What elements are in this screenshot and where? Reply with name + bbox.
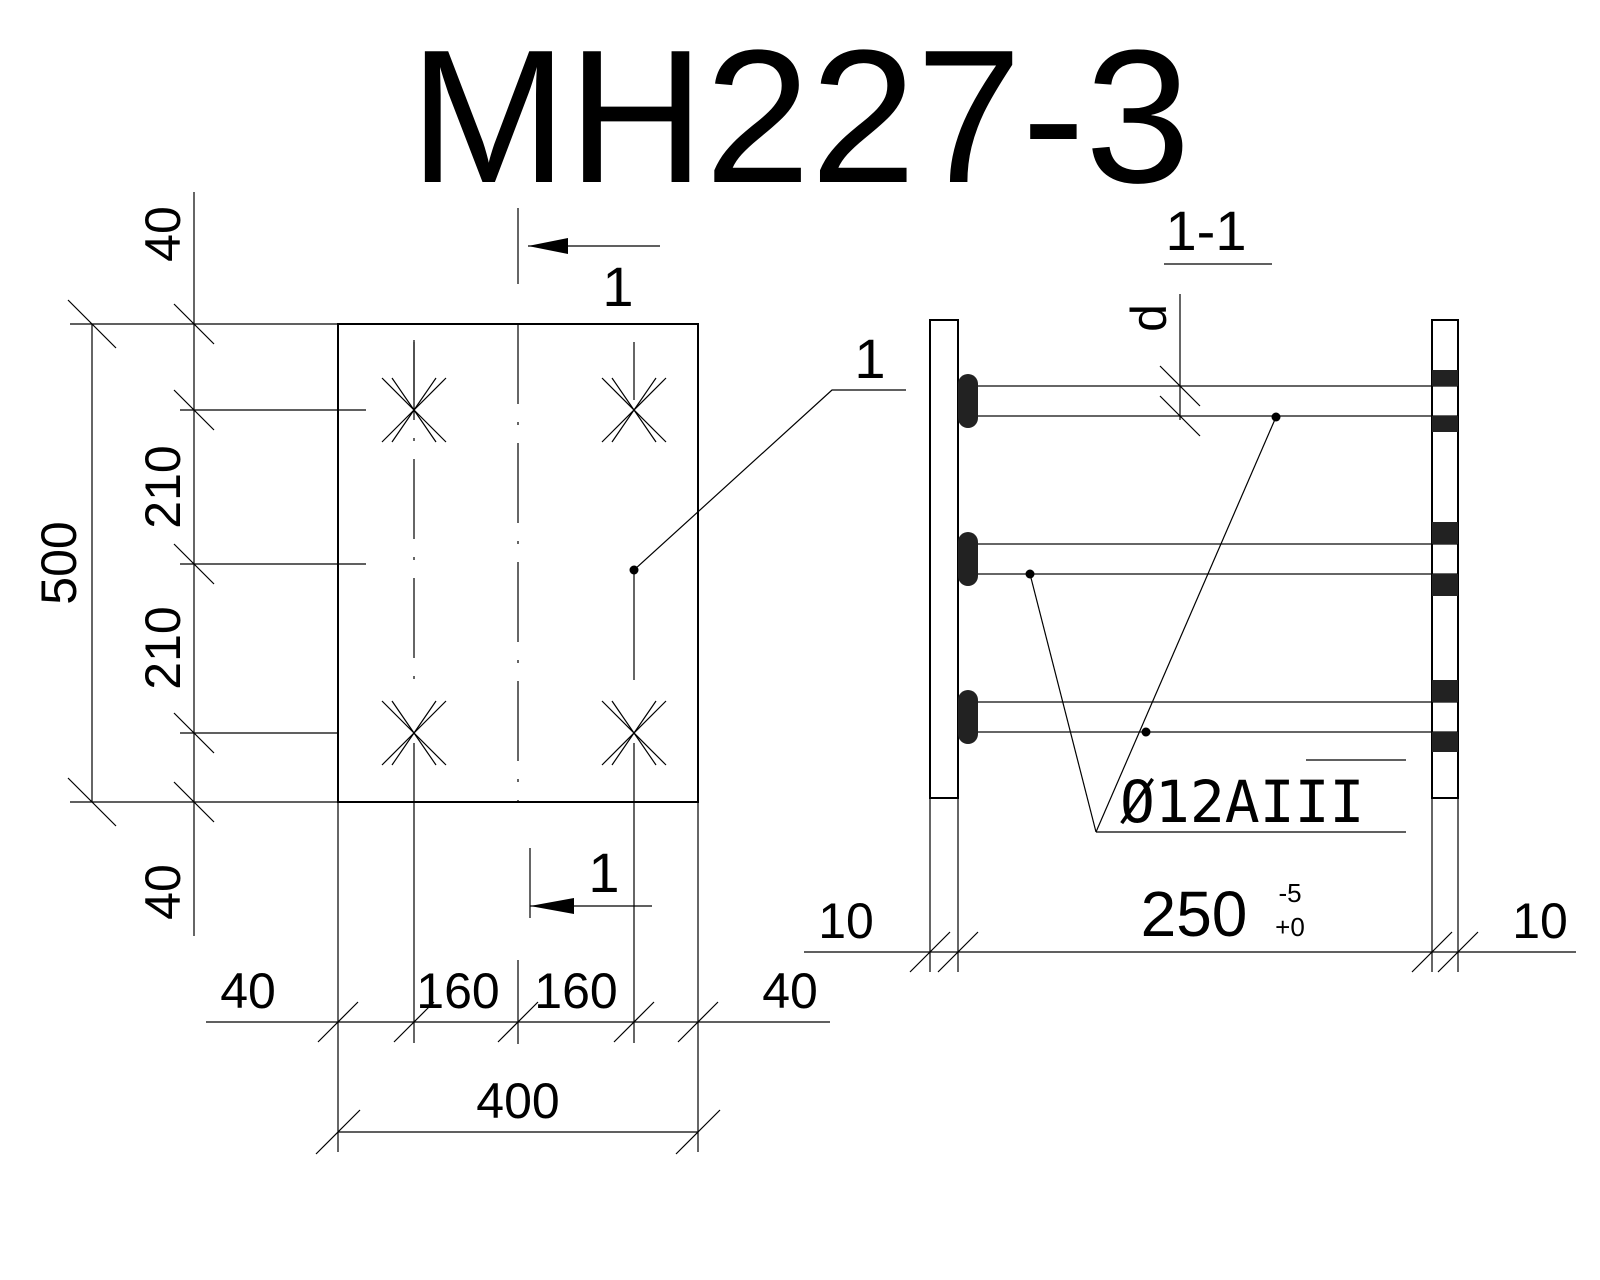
dim-bottom-right: 40 xyxy=(762,963,818,1019)
dim-total-height: 500 xyxy=(31,521,87,604)
bar-grade: III xyxy=(1260,768,1365,836)
callout-label: 1 xyxy=(854,327,885,390)
dim-left-2: 210 xyxy=(135,606,191,689)
callout-leader xyxy=(1029,573,1097,833)
dimension-tick xyxy=(67,299,117,827)
bar-prefix: Ø12A xyxy=(1120,768,1260,836)
dim-bottom-left: 40 xyxy=(220,963,276,1019)
section-mark-top: 1 xyxy=(602,255,633,318)
dim-right: 10 xyxy=(1512,893,1568,949)
section-arrow-head xyxy=(530,898,574,914)
callout-leader xyxy=(1095,416,1277,833)
dim-top: 40 xyxy=(135,206,191,262)
dimension-tick xyxy=(909,931,1479,973)
section-title: 1-1 xyxy=(1166,199,1247,262)
callout-leader xyxy=(633,389,906,571)
bar-designation: Ø12AIII xyxy=(1120,768,1364,836)
drawing-title: MH227-3 xyxy=(409,11,1190,223)
dim-bottom-mid-2: 160 xyxy=(534,963,617,1019)
section-view: 1-1 d xyxy=(804,199,1576,973)
dimension-tick xyxy=(173,303,215,823)
tol-upper: -5 xyxy=(1278,878,1301,908)
callout-dot xyxy=(1141,727,1151,737)
dimension-tick xyxy=(315,1109,721,1155)
dim-length: 250 xyxy=(1141,878,1248,950)
tol-lower: +0 xyxy=(1275,912,1305,942)
anchor-bar xyxy=(957,370,1459,432)
anchor-weld-symbol xyxy=(601,342,667,443)
section-mark-bottom: 1 xyxy=(588,841,619,904)
end-plate xyxy=(1431,319,1459,799)
anchor-bar xyxy=(957,680,1459,752)
dimension-tick xyxy=(317,1001,719,1043)
dimension-tick xyxy=(1159,365,1201,437)
dim-total-width: 400 xyxy=(476,1073,559,1129)
dim-d: d xyxy=(1121,304,1177,332)
plan-view: 1 1 1 40 210 210 40 xyxy=(31,192,906,1155)
embedded-plate xyxy=(929,319,959,799)
anchor-weld-symbol xyxy=(381,700,447,1043)
anchor-weld-symbol xyxy=(381,342,447,443)
dim-left-1: 210 xyxy=(135,445,191,528)
dim-left: 10 xyxy=(818,893,874,949)
dim-bottom-mid-1: 160 xyxy=(416,963,499,1019)
dim-bottom: 40 xyxy=(135,864,191,920)
anchor-weld-symbol xyxy=(601,700,667,1043)
section-arrow-head xyxy=(528,238,568,254)
